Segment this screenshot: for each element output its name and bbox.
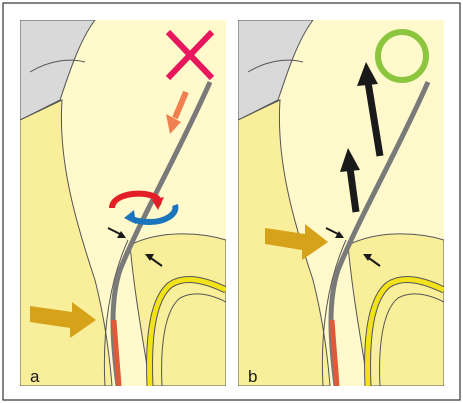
panel-label-b: b (248, 367, 257, 386)
panel-a: a (20, 20, 226, 386)
panel-label-a: a (30, 367, 40, 386)
panel-b: b (238, 20, 444, 386)
